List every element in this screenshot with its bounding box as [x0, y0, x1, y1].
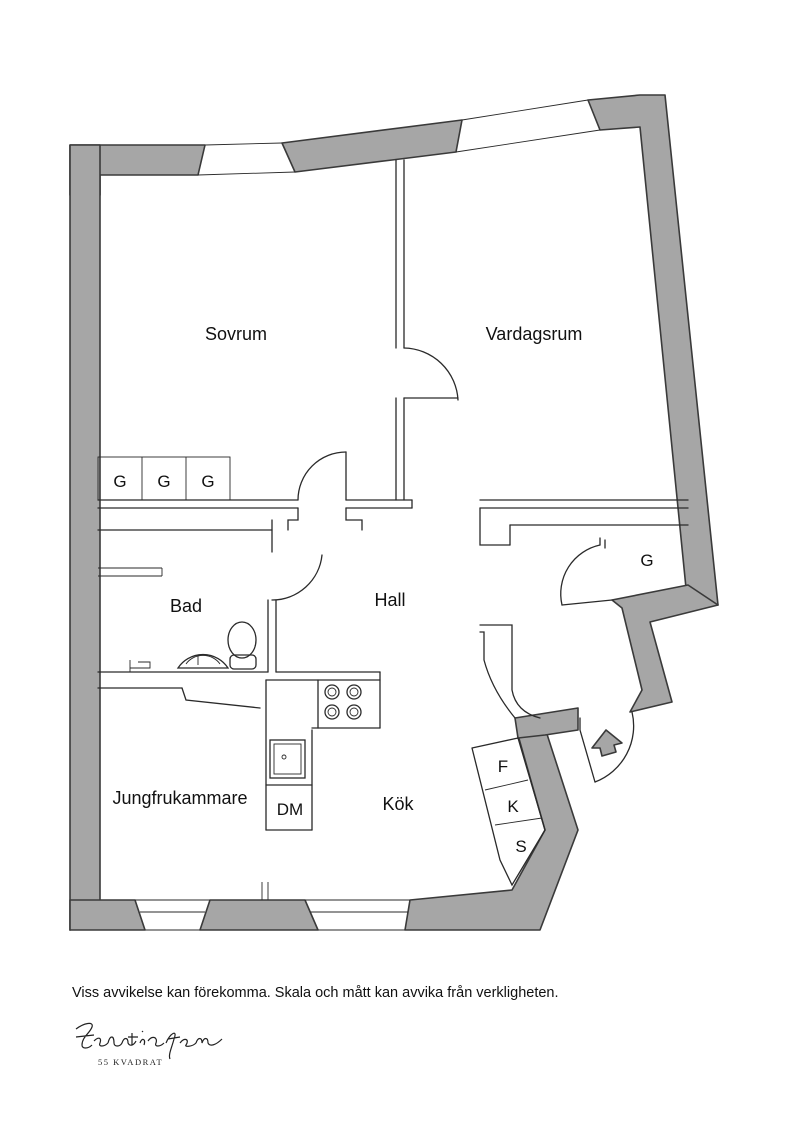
kitchen-sink-icon	[269, 739, 306, 779]
label-vardagsrum: Vardagsrum	[486, 324, 583, 344]
label-closet-g4: G	[640, 551, 653, 570]
label-closet-g2: G	[157, 472, 170, 491]
label-kok: Kök	[382, 794, 414, 814]
label-jungfrukammare: Jungfrukammare	[112, 788, 247, 808]
wall-kitchen-corner	[514, 707, 579, 739]
wall-bottom-right	[404, 727, 579, 931]
label-closet-k: K	[507, 797, 519, 816]
signature-icon	[75, 1022, 223, 1060]
sink-icon	[176, 654, 230, 669]
label-closet-f: F	[498, 757, 508, 776]
wall-right-jog	[611, 584, 719, 713]
brand-logo: 55 KVADRAT	[75, 1022, 223, 1067]
label-hall: Hall	[374, 590, 405, 610]
entrance-arrow-icon	[591, 729, 623, 757]
wall-top-middle	[281, 119, 463, 173]
wall-left	[69, 144, 101, 931]
stove-icon	[324, 684, 362, 720]
toilet-icon	[227, 621, 257, 659]
logo-subtitle: 55 KVADRAT	[98, 1057, 163, 1067]
label-closet-g3: G	[201, 472, 214, 491]
label-sovrum: Sovrum	[205, 324, 267, 344]
label-closet-s: S	[515, 837, 526, 856]
label-closet-g1: G	[113, 472, 126, 491]
wall-bottom-left	[69, 899, 146, 931]
disclaimer-text: Viss avvikelse kan förekomma. Skala och …	[72, 985, 559, 1001]
floor-plan: Sovrum Vardagsrum Hall Bad Jungfrukammar…	[69, 94, 719, 931]
label-dm: DM	[277, 800, 303, 819]
wall-top-right	[587, 94, 719, 609]
wall-bottom-middle	[199, 899, 319, 931]
label-bad: Bad	[170, 596, 202, 616]
